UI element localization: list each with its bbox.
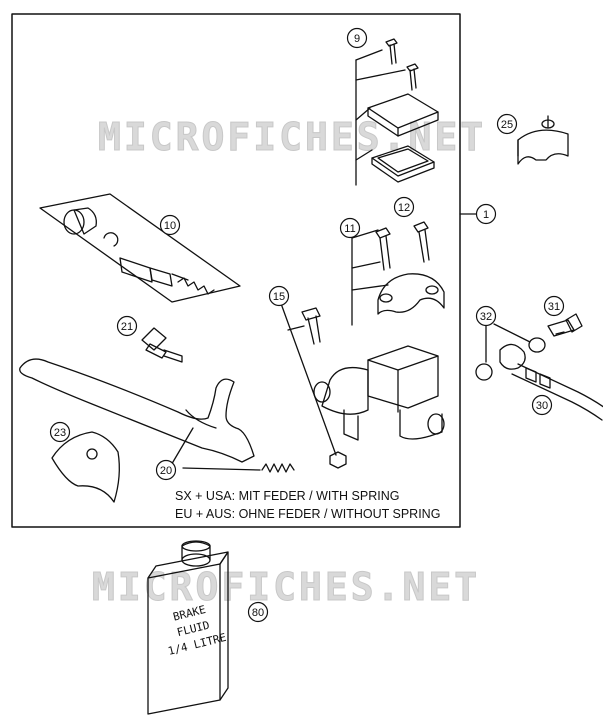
spring-note-eu-aus: EU + AUS: OHNE FEDER / WITHOUT SPRING: [175, 507, 441, 521]
callout-number: 31: [548, 301, 560, 313]
callout-number: 21: [121, 321, 133, 333]
callout-15: 15: [268, 285, 290, 307]
lever-spring: [261, 463, 295, 473]
lever-cover: [51, 431, 120, 503]
callout-number: 10: [164, 220, 176, 232]
hose-assembly: [475, 313, 603, 421]
callout-1: 1: [475, 203, 497, 225]
callout-number: 15: [273, 291, 285, 303]
callout-number: 1: [483, 209, 489, 221]
piston-kit-group: [39, 193, 241, 303]
leader-20a: [169, 427, 194, 468]
callout-number: 80: [252, 607, 264, 619]
callout-number: 11: [344, 223, 355, 235]
spring-note-sx-usa: SX + USA: MIT FEDER / WITH SPRING: [175, 489, 400, 503]
callout-10: 10: [159, 214, 181, 236]
callout-layer: 1 9 10 11 12 15 20 21 23 25 30 31 32 80: [49, 27, 565, 623]
callout-number: 12: [398, 202, 410, 214]
callout-30: 30: [531, 394, 553, 416]
callout-number: 9: [354, 33, 360, 45]
master-cylinder-body: [313, 345, 445, 441]
pivot-pin: [278, 297, 347, 469]
callout-32: 32: [475, 305, 497, 327]
clamp-screws-group: [351, 221, 445, 326]
callout-number: 23: [54, 427, 66, 439]
callout-23: 23: [49, 421, 71, 443]
callout-31: 31: [543, 295, 565, 317]
callout-25: 25: [496, 113, 518, 135]
brake-fluid-can: [147, 540, 229, 715]
assembly-frame: [11, 13, 461, 528]
leader-20b: [182, 467, 261, 471]
callout-11: 11: [339, 217, 361, 239]
callout-20: 20: [155, 459, 177, 481]
brake-lever: [19, 358, 255, 463]
callout-number: 30: [536, 400, 548, 412]
callout-21: 21: [116, 315, 138, 337]
adjuster-21: [141, 327, 183, 363]
callout-9: 9: [346, 27, 368, 49]
callout-number: 32: [480, 311, 492, 323]
reservoir-cap-group: [355, 38, 439, 186]
callout-number: 25: [501, 119, 513, 131]
clamp-25: [517, 115, 569, 165]
callout-12: 12: [393, 196, 415, 218]
can-label-line3: 1/4 LITRE: [167, 631, 228, 658]
callout-number: 20: [160, 465, 172, 477]
callout-80: 80: [247, 601, 269, 623]
